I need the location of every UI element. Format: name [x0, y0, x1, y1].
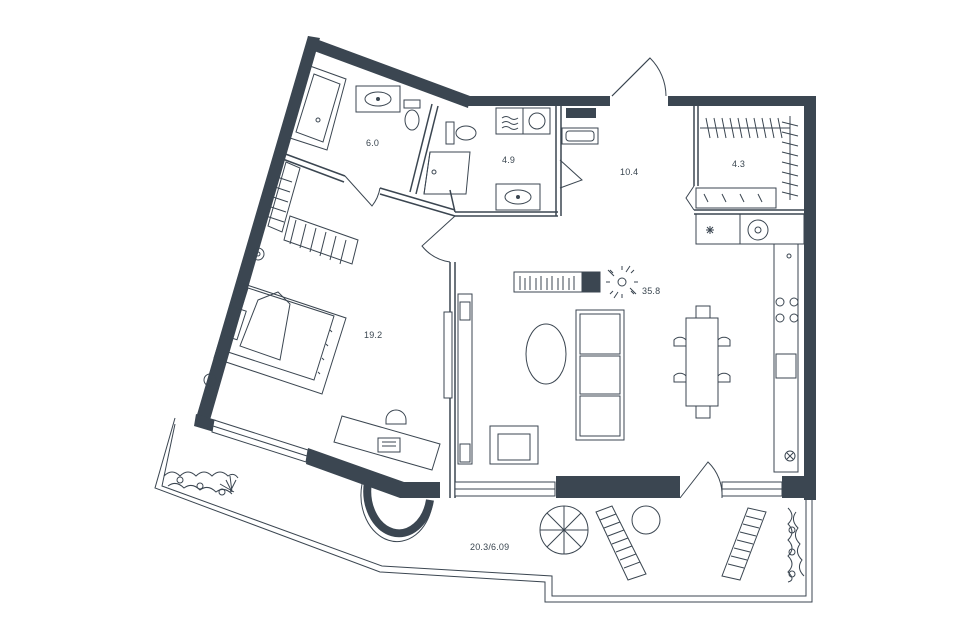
area-terrace: 20.3/6.09	[470, 542, 509, 552]
washing-machine-icon	[495, 107, 551, 135]
area-wardrobe: 4.3	[732, 159, 745, 169]
walls	[194, 36, 816, 500]
sink-icon	[561, 127, 599, 145]
desk-icon	[333, 409, 441, 471]
bed-icon	[203, 247, 347, 395]
wardrobe-rail	[695, 116, 799, 209]
plant-icon	[163, 471, 239, 496]
wardrobe-rail	[265, 161, 359, 265]
area-bedroom: 19.2	[364, 330, 382, 340]
bay-window	[360, 481, 434, 543]
table-icon	[631, 505, 661, 535]
area-wc: 4.9	[502, 155, 515, 165]
door-icon	[344, 57, 723, 499]
area-hallway: 10.4	[620, 167, 638, 177]
toilet-icon	[445, 121, 477, 145]
sink-icon	[495, 183, 541, 211]
sunbed-icon	[595, 505, 647, 581]
kitchen-counter-icon	[695, 213, 805, 473]
shower-icon	[423, 151, 471, 195]
rug-icon	[525, 323, 567, 385]
sofa-icon	[575, 309, 625, 441]
area-bathroom: 6.0	[366, 138, 379, 148]
dining-table-icon	[673, 305, 731, 419]
window-icon	[211, 311, 783, 497]
armchair-icon	[489, 425, 539, 465]
sink-icon	[355, 85, 401, 113]
tv-stand	[457, 293, 473, 465]
plant-icon	[606, 265, 638, 299]
bookshelf-icon	[513, 271, 601, 293]
bathtub-icon	[289, 65, 347, 151]
terrace-outline	[154, 417, 813, 603]
interior-walls	[279, 103, 806, 498]
sunbed-icon	[721, 507, 767, 581]
plant-icon	[787, 507, 805, 583]
area-living: 35.8	[642, 286, 660, 296]
toilet-icon	[403, 99, 421, 131]
umbrella-icon	[539, 505, 589, 555]
